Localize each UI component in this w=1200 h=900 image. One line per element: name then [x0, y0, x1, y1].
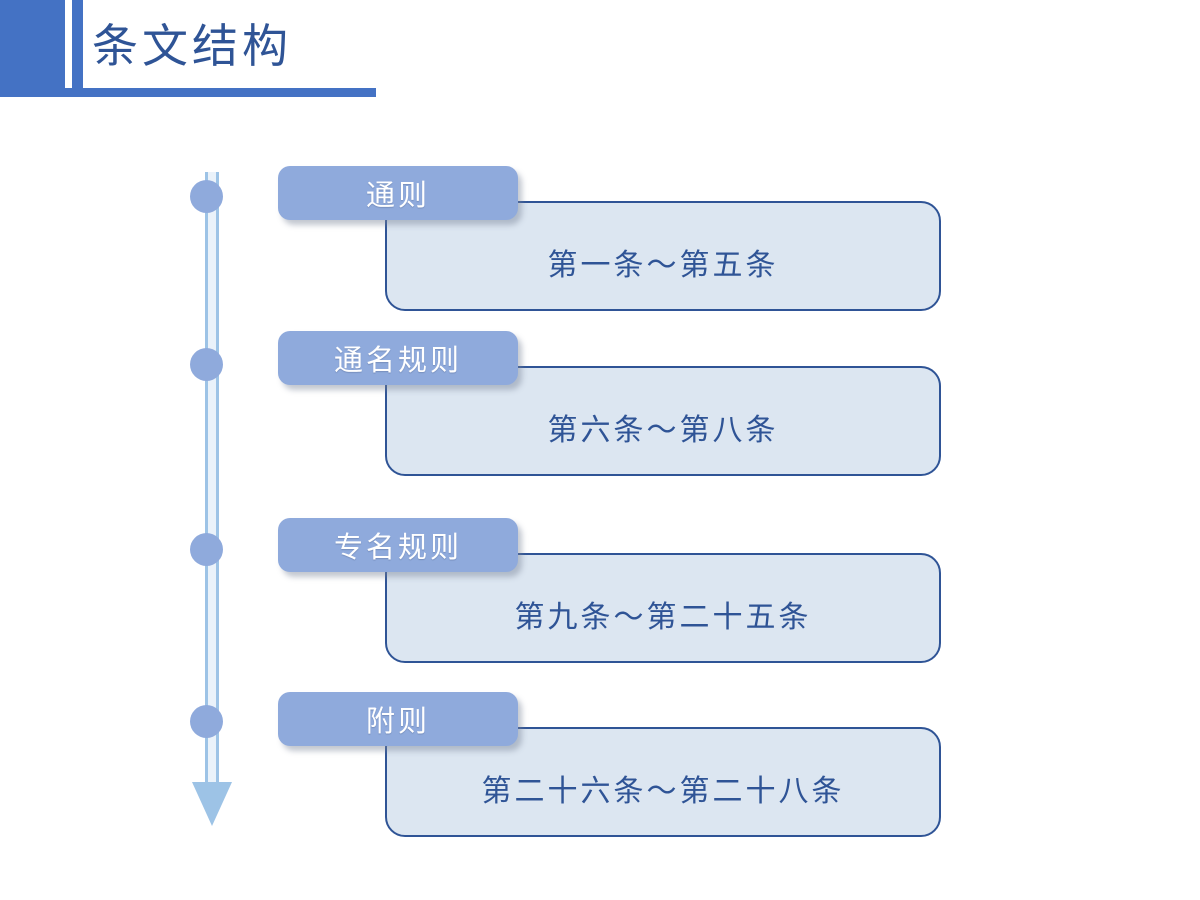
label-text-3: 专名规则: [333, 530, 462, 564]
label-box-3[interactable]: 专名规则: [278, 518, 518, 572]
content-text-4: 第二十六条～第二十八条: [481, 774, 845, 809]
header-vertical-bar: [72, 0, 83, 97]
timeline-node-3: [190, 533, 223, 566]
down-arrow-icon: [192, 782, 232, 826]
timeline-arrow: [186, 160, 238, 850]
header-accent-block: [0, 0, 65, 97]
label-text-1: 通则: [365, 178, 430, 212]
content-text-2: 第六条～第八条: [547, 413, 779, 448]
label-box-4[interactable]: 附则: [278, 692, 518, 746]
header-underline-bar: [0, 88, 376, 97]
label-box-1[interactable]: 通则: [278, 166, 518, 220]
label-text-2: 通名规则: [333, 343, 462, 377]
slide-header: 条文结构: [0, 0, 1200, 110]
timeline-node-4: [190, 705, 223, 738]
timeline-node-2: [190, 348, 223, 381]
timeline-node-1: [190, 180, 223, 213]
content-text-1: 第一条～第五条: [547, 248, 779, 283]
timeline-shaft-highlight: [208, 172, 216, 792]
label-text-4: 附则: [365, 704, 430, 738]
label-box-2[interactable]: 通名规则: [278, 331, 518, 385]
content-text-3: 第九条～第二十五条: [514, 600, 812, 635]
page-title: 条文结构: [92, 19, 292, 73]
